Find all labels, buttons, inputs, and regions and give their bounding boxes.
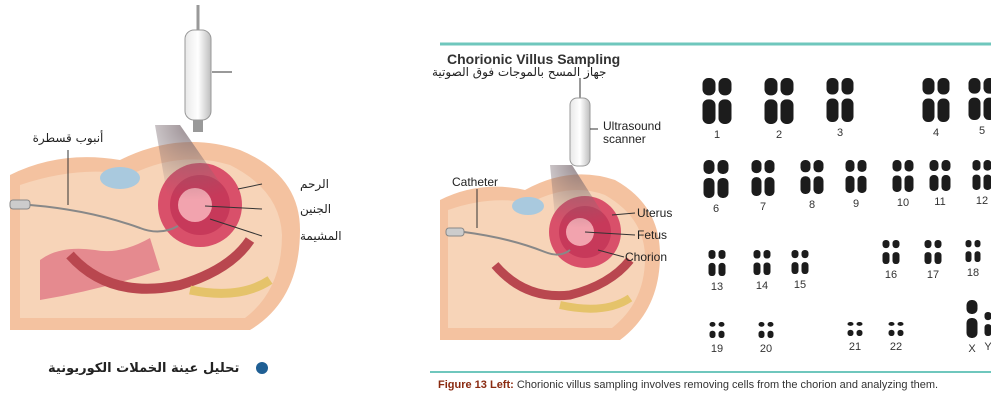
chromosome-pair-18: 18: [966, 240, 981, 279]
figure-title: Chorionic Villus Sampling: [447, 51, 620, 67]
chromosome-number-20: 20: [760, 343, 772, 355]
chromosome-number-14: 14: [756, 280, 768, 292]
chromosome-pair-22: 22: [889, 322, 904, 353]
chromosome-pair-11: 11: [930, 160, 951, 208]
chromosome-number-4: 4: [933, 127, 939, 139]
chromosome-number-x: X: [968, 343, 976, 355]
chromosome-number-7: 7: [760, 201, 766, 213]
chromosome-pair-14: 14: [754, 250, 771, 292]
ultrasound-probe-right: [570, 98, 590, 166]
chromosome-pair-4: 4: [923, 78, 950, 139]
label-placenta-ar: المشيمة: [300, 229, 342, 243]
left-illustration: [10, 5, 300, 330]
chromosome-pair-21: 21: [848, 322, 863, 353]
chromosome-pair-16: 16: [883, 240, 900, 281]
chromosome-number-11: 11: [934, 196, 945, 208]
chromosome-number-9: 9: [853, 198, 859, 210]
chromosome-pair-3: 3: [827, 78, 854, 139]
chromosome-number-1: 1: [714, 129, 720, 141]
chromosome-pair-6: 6: [704, 160, 729, 215]
caption-bullet: [256, 362, 268, 374]
label-scanner-en-line1: Ultrasound: [603, 119, 661, 133]
chromosome-number-6: 6: [713, 203, 719, 215]
label-catheter-en: Catheter: [452, 175, 498, 189]
chromosome-pair-12: 12: [973, 160, 991, 207]
label-uterus-ar: الرحم: [300, 177, 329, 192]
caption-text: Chorionic villus sampling involves remov…: [517, 379, 938, 391]
chromosome-pair-1: 1: [703, 78, 732, 141]
chromosome-number-8: 8: [809, 199, 815, 211]
label-scanner-en-line2: scanner: [603, 132, 646, 146]
chromosome-pair-20: 20: [759, 322, 774, 355]
chromosome-number-10: 10: [897, 197, 909, 209]
chromosome-number-12: 12: [976, 195, 988, 207]
chromosome-pair-17: 17: [925, 240, 942, 281]
chromosome-number-19: 19: [711, 343, 723, 355]
chromosome-pair-10: 10: [893, 160, 914, 209]
ultrasound-probe-left: [185, 30, 211, 120]
arabic-caption: تحليل عينة الخملات الكوريونية: [48, 361, 239, 376]
label-scanner-en: Ultrasound scanner: [603, 119, 664, 146]
chromosome-pair-5: 5: [969, 78, 991, 137]
chromosome-number-y: Y: [984, 341, 991, 353]
right-illustration: [440, 78, 660, 340]
label-chorion-en: Chorion: [625, 250, 667, 264]
chromosome-number-17: 17: [927, 269, 939, 281]
chromosome-pair-9: 9: [846, 160, 867, 210]
chromosome-pair-8: 8: [801, 160, 824, 211]
chromosome-pair-y: Y: [984, 312, 991, 353]
chromosome-pair-13: 13: [709, 250, 726, 293]
chromosome-pair-19: 19: [710, 322, 725, 355]
label-fetus-en: Fetus: [637, 228, 667, 242]
chromosome-pair-15: 15: [792, 250, 809, 291]
chromosome-pair-2: 2: [765, 78, 794, 141]
label-uterus-en: Uterus: [637, 206, 672, 220]
chromosome-number-5: 5: [979, 125, 985, 137]
chromosome-number-16: 16: [885, 269, 897, 281]
label-catheter-ar: أنبوب قسطرة: [33, 130, 104, 146]
chromosome-number-3: 3: [837, 127, 843, 139]
catheter-left: [10, 200, 30, 209]
chromosome-number-2: 2: [776, 129, 782, 141]
chromosome-number-22: 22: [890, 341, 902, 353]
caption-figure-label: Figure 13: [438, 379, 487, 391]
figure-caption: Figure 13 Left: Chorionic villus samplin…: [438, 379, 938, 391]
chromosome-number-15: 15: [794, 279, 806, 291]
chromosome-number-21: 21: [849, 341, 861, 353]
bladder-shape: [100, 167, 140, 189]
label-scanner-ar: جهاز المسح بالموجات فوق الصوتية: [432, 65, 606, 80]
chromosome-pair-7: 7: [752, 160, 775, 213]
label-fetus-ar: الجنين: [300, 202, 331, 217]
chromosome-number-13: 13: [711, 281, 723, 293]
chromosome-pair-x: X: [967, 300, 978, 355]
caption-side-label: Left:: [490, 379, 514, 391]
chromosome-number-18: 18: [967, 267, 979, 279]
